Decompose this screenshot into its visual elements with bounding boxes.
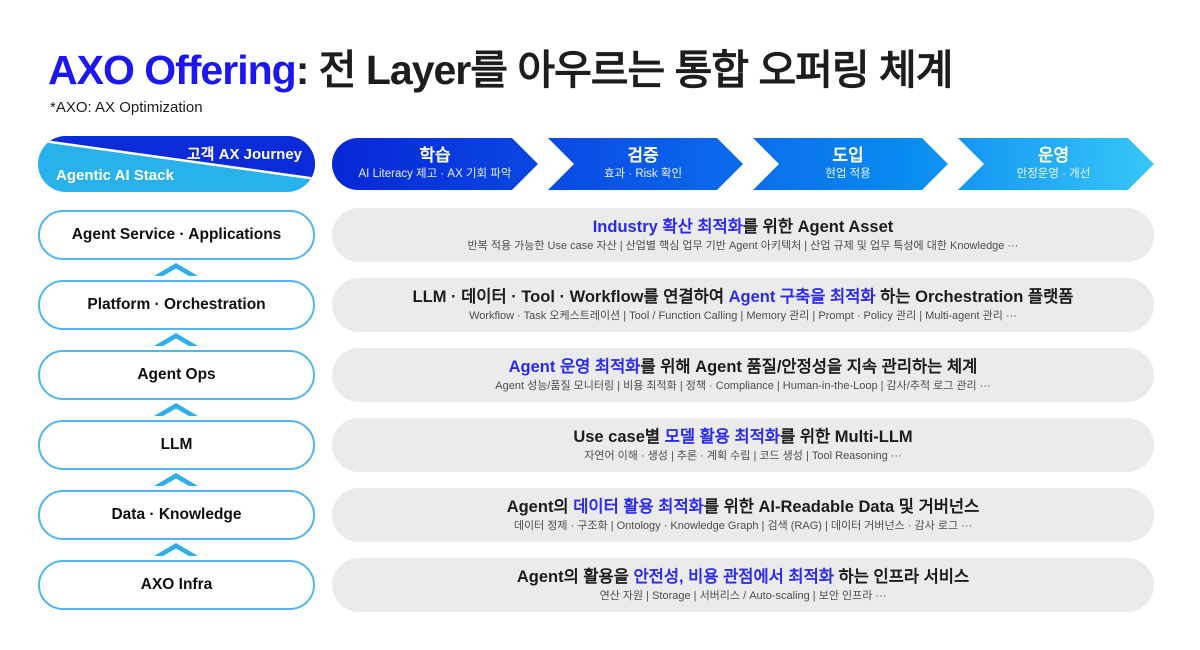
title-accent: AXO Offering [48,47,297,93]
chevron-up-icon [154,333,198,346]
row-title-pre: Use case별 [573,428,665,447]
journey-stage-learning: 학습 AI Literacy 제고 · AX 기회 파악 [332,138,538,190]
row-title-post: 를 위한 Agent Asset [742,218,894,237]
stage-name: 운영 [1037,146,1070,166]
row-title-post: 를 위한 Multi-LLM [780,428,913,447]
row-subtitle: 데이터 정제 · 구조화 | Ontology · Knowledge Grap… [513,519,973,532]
chevron-up-icon [154,543,198,556]
row-title-post: 를 위해 Agent 품질/안정성을 지속 관리하는 체계 [640,358,978,377]
offering-row-agent-asset: Industry 확산 최적화를 위한 Agent Asset 반복 적용 가능… [332,208,1154,262]
row-title-post: 하는 Orchestration 플랫폼 [875,288,1074,307]
stack-layer-data-knowledge: Data · Knowledge [38,490,315,540]
page-title: AXO Offering: 전 Layer를 아우르는 통합 오퍼링 체계 [48,36,954,96]
offering-row-infra-service: Agent의 활용을 안전성, 비용 관점에서 최적화 하는 인프라 서비스 연… [332,558,1154,612]
row-title-post: 를 위한 AI-Readable Data 및 거버넌스 [703,498,980,517]
offering-row-orchestration-platform: LLM · 데이터 · Tool · Workflow를 연결하여 Agent … [332,278,1154,332]
agentic-ai-stack-label: Agentic AI Stack [56,167,174,184]
row-title: Agent의 활용을 안전성, 비용 관점에서 최적화 하는 인프라 서비스 [517,568,969,587]
stage-desc: 현업 적용 [825,168,871,181]
customer-ax-journey-label: 고객 AX Journey [186,146,302,163]
row-title-highlight: 모델 활용 최적화 [664,428,781,447]
stage-desc: 효과 · Risk 확인 [603,168,683,181]
stack-layer-llm: LLM [38,420,315,470]
journey-stage-validation: 검증 효과 · Risk 확인 [543,138,743,190]
row-title-pre: Agent의 [506,498,574,517]
title-footnote: *AXO: AX Optimization [50,99,203,116]
row-title: Agent의 데이터 활용 최적화를 위한 AI-Readable Data 및… [507,498,980,517]
journey-arrows-icon [332,138,1154,190]
row-title-highlight: Agent 구축을 최적화 [728,288,876,307]
row-subtitle: 연산 자원 | Storage | 서버리스 / Auto-scaling | … [599,589,887,602]
stack-layer-axo-infra: AXO Infra [38,560,315,610]
offering-row-data-governance: Agent의 데이터 활용 최적화를 위한 AI-Readable Data 및… [332,488,1154,542]
row-subtitle: Agent 성능/품질 모니터링 | 비용 최적화 | 정책 · Complia… [495,379,991,392]
row-title-highlight: Agent 운영 최적화 [508,358,641,377]
chevron-up-icon [154,263,198,276]
journey-stage-band: 학습 AI Literacy 제고 · AX 기회 파악 검증 효과 · Ris… [332,138,1154,190]
row-subtitle: 반복 적용 가능한 Use case 자산 | 산업별 핵심 업무 기반 Age… [467,239,1019,252]
chevron-up-icon [154,403,198,416]
matrix-header: 고객 AX Journey Agentic AI Stack [38,136,315,192]
stack-layer-platform-orchestration: Platform · Orchestration [38,280,315,330]
journey-stage-adoption: 도입 현업 적용 [748,138,948,190]
stage-desc: 안정운영 · 개선 [1016,168,1091,181]
row-title-post: 하는 인프라 서비스 [833,568,970,587]
stage-name: 학습 [419,146,451,166]
row-title-pre: LLM · 데이터 · Tool · Workflow를 연결하여 [412,288,729,307]
stage-name: 도입 [832,146,864,166]
journey-stage-operation: 운영 안정운영 · 개선 [953,138,1154,190]
split-pill-icon [38,136,315,192]
chevron-up-icon [154,473,198,486]
title-rest: : 전 Layer를 아우르는 통합 오퍼링 체계 [295,47,954,93]
stage-desc: AI Literacy 제고 · AX 기회 파악 [358,168,512,181]
row-title-highlight: Industry 확산 최적화 [592,218,743,237]
row-title: Use case별 모델 활용 최적화를 위한 Multi-LLM [573,428,912,447]
stage-name: 검증 [627,146,659,166]
row-title: Agent 운영 최적화를 위해 Agent 품질/안정성을 지속 관리하는 체… [509,358,978,377]
row-title: LLM · 데이터 · Tool · Workflow를 연결하여 Agent … [413,288,1074,307]
stack-layer-agent-ops: Agent Ops [38,350,315,400]
row-title: Industry 확산 최적화를 위한 Agent Asset [593,218,894,237]
row-title-pre: Agent의 활용을 [516,568,634,587]
row-subtitle: Workflow · Task 오케스트레이션 | Tool / Functio… [469,309,1017,322]
row-title-highlight: 데이터 활용 최적화 [573,498,704,517]
offering-row-agent-ops: Agent 운영 최적화를 위해 Agent 품질/안정성을 지속 관리하는 체… [332,348,1154,402]
stack-layer-agent-service-applications: Agent Service · Applications [38,210,315,260]
row-subtitle: 자연어 이해 · 생성 | 추론 · 계획 수립 | 코드 생성 | Tool … [584,449,902,462]
row-title-highlight: 안전성, 비용 관점에서 최적화 [633,568,834,587]
offering-row-multi-llm: Use case별 모델 활용 최적화를 위한 Multi-LLM 자연어 이해… [332,418,1154,472]
